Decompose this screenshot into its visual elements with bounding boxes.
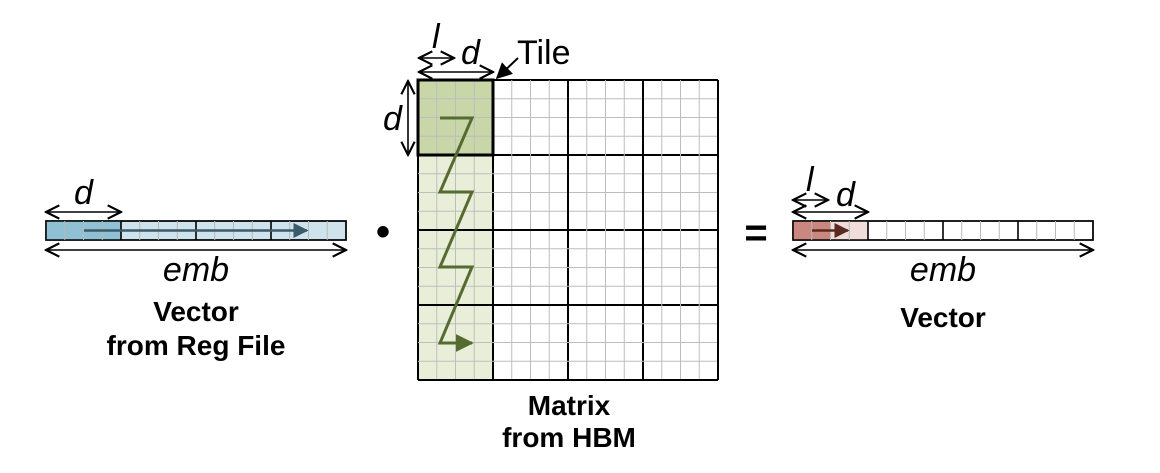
matrix-zigzag-path	[437, 116, 475, 352]
matrix-d-side-label: d	[383, 100, 403, 138]
matrix-group: l d Tile d Matrix from HBM	[383, 18, 719, 453]
equals-operator: =	[744, 211, 767, 255]
right-vector-group: l d emb Vector	[793, 161, 1093, 333]
right-vector-cells	[811, 221, 1075, 240]
left-vector-emb-label: emb	[163, 251, 229, 289]
matrix-caption-line2: from HBM	[502, 422, 636, 453]
right-vector-l-label: l	[806, 161, 815, 199]
left-vector-group: d emb Vector from Reg File	[46, 174, 346, 361]
right-vector-d-label: d	[836, 176, 856, 214]
left-vector-d-label: d	[74, 174, 94, 212]
matrix-l-label: l	[432, 18, 441, 56]
dot-operator: •	[376, 210, 390, 254]
matrix-d-top-label: d	[461, 34, 481, 72]
left-vector-caption-line1: Vector	[153, 296, 239, 327]
right-vector-emb-label: emb	[910, 251, 976, 289]
left-vector-caption-line2: from Reg File	[107, 330, 286, 361]
right-vector-caption: Vector	[900, 302, 986, 333]
matrix-caption-line1: Matrix	[528, 390, 611, 421]
matrix-tile-label: Tile	[517, 34, 571, 72]
matrix-tile-pointer	[495, 57, 519, 80]
